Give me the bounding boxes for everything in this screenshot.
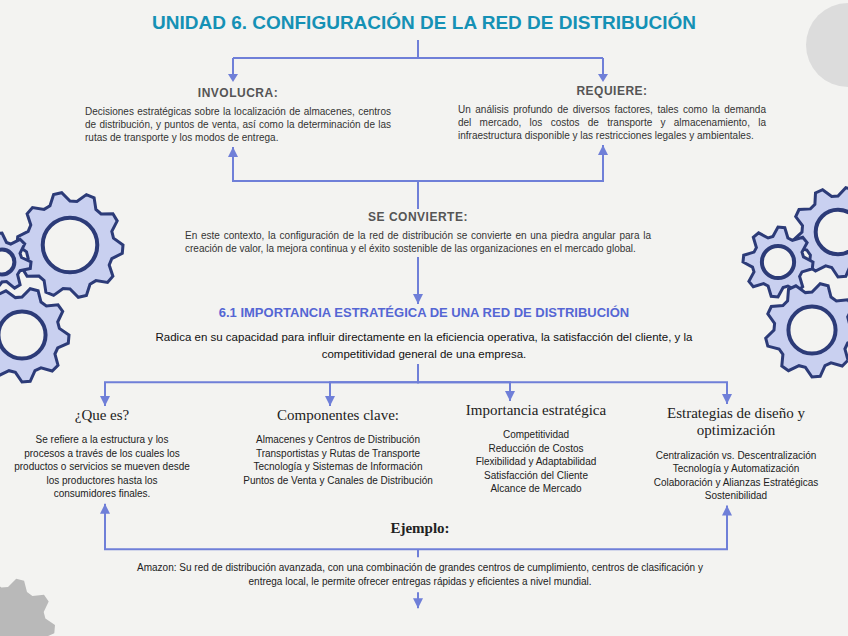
gear-icon	[0, 579, 55, 636]
body-text: Colaboración y Alianzas Estratégicas	[636, 476, 836, 490]
gear-hole	[762, 246, 794, 278]
heading-text: 6.1 IMPORTANCIA ESTRATÉGICA DE UNA RED D…	[150, 305, 698, 320]
text-block: Importancia estratégicaCompetitividadRed…	[461, 402, 611, 496]
gear-outline	[743, 227, 813, 297]
body-text: Centralización vs. Descentralización	[636, 449, 836, 463]
title-bracket	[228, 40, 608, 82]
gear-icon	[0, 233, 31, 290]
gear-hole	[43, 218, 98, 273]
body-text: En este contexto, la configuración de la…	[185, 229, 651, 255]
body-text: Satisfacción del Cliente	[461, 469, 611, 483]
connector-arrow	[233, 147, 418, 209]
heading-text: ¿Que es?	[14, 407, 190, 424]
body-text: Competitividad	[461, 428, 611, 442]
connector-arrow	[105, 364, 418, 406]
body-text: Flexibilidad y Adaptabilidad	[461, 455, 611, 469]
gear-icon	[743, 227, 813, 297]
gear-icon	[766, 284, 848, 377]
connector-arrow	[105, 504, 125, 550]
heading-text: Componentes clave:	[222, 407, 454, 424]
text-block: Componentes clave: Almacenes y Centros de…	[222, 407, 454, 487]
gear-outline	[17, 193, 123, 298]
connector-arrow	[418, 364, 727, 404]
gear-hole	[0, 311, 46, 358]
heading-text: Estrategias de diseño y optimización	[636, 405, 836, 440]
heading-text: SE CONVIERTE:	[185, 210, 651, 224]
text-block: 6.1 IMPORTANCIA ESTRATÉGICA DE UNA RED D…	[150, 305, 698, 362]
text-block: ¿Que es? Se refiere a la estructura y los…	[14, 407, 190, 501]
body-text: Reducción de Costos	[461, 442, 611, 456]
body-text: Puntos de Venta y Canales de Distribució…	[222, 474, 454, 488]
diagram-title: UNIDAD 6. CONFIGURACIÓN DE LA RED DE DIS…	[0, 12, 848, 34]
bracket-line	[125, 548, 715, 550]
body-text: Tecnología y Sistemas de Información	[222, 460, 454, 474]
corner-circle	[806, 3, 848, 87]
text-block: Estrategias de diseño y optimizaciónCent…	[636, 405, 836, 503]
text-block: REQUIERE: Un análisis profundo de diverso…	[458, 84, 766, 142]
body-text: Amazon: Su red de distribución avanzada,…	[125, 561, 715, 588]
gear-outline	[0, 233, 31, 290]
bracket-stub	[417, 549, 419, 557]
gear-hole	[816, 210, 848, 255]
text-block: SE CONVIERTE: En este contexto, la config…	[185, 210, 651, 255]
body-text: Sostenibilidad	[636, 489, 836, 503]
connector-arrow	[417, 257, 419, 304]
gear-hole	[0, 250, 14, 275]
gear-outline	[766, 284, 848, 377]
heading-text: Importancia estratégica	[461, 402, 611, 419]
text-block: INVOLUCRA: Decisiones estratégicas sobre …	[85, 86, 391, 144]
gear-outline	[0, 289, 69, 382]
body-text: Radica en su capacidad para influir dire…	[150, 329, 698, 362]
connector-arrow	[330, 364, 418, 406]
body-text: Decisiones estratégicas sobre la localiz…	[85, 105, 391, 144]
connector-arrow	[418, 145, 603, 209]
trailing-arrow	[417, 592, 419, 608]
body-text: Un análisis profundo de diversos factore…	[458, 103, 766, 142]
gear-outline	[0, 579, 55, 636]
gear-icon	[0, 289, 69, 382]
heading-text: INVOLUCRA:	[85, 86, 391, 100]
body-text: Transportistas y Rutas de Transporte	[222, 447, 454, 461]
gear-hole	[788, 306, 835, 353]
body-text: Almacenes y Centros de Distribución	[222, 433, 454, 447]
gear-icon	[17, 193, 123, 298]
body-text: Alcance de Mercado	[461, 482, 611, 496]
heading-text: Ejemplo:	[125, 520, 715, 537]
body-text: Tecnología y Automatización	[636, 462, 836, 476]
text-block: Ejemplo: Amazon: Su red de distribución a…	[125, 520, 715, 588]
body-text: Se refiere a la estructura y los proceso…	[14, 433, 190, 501]
connector-arrow	[715, 506, 727, 550]
heading-text: REQUIERE:	[458, 84, 766, 98]
